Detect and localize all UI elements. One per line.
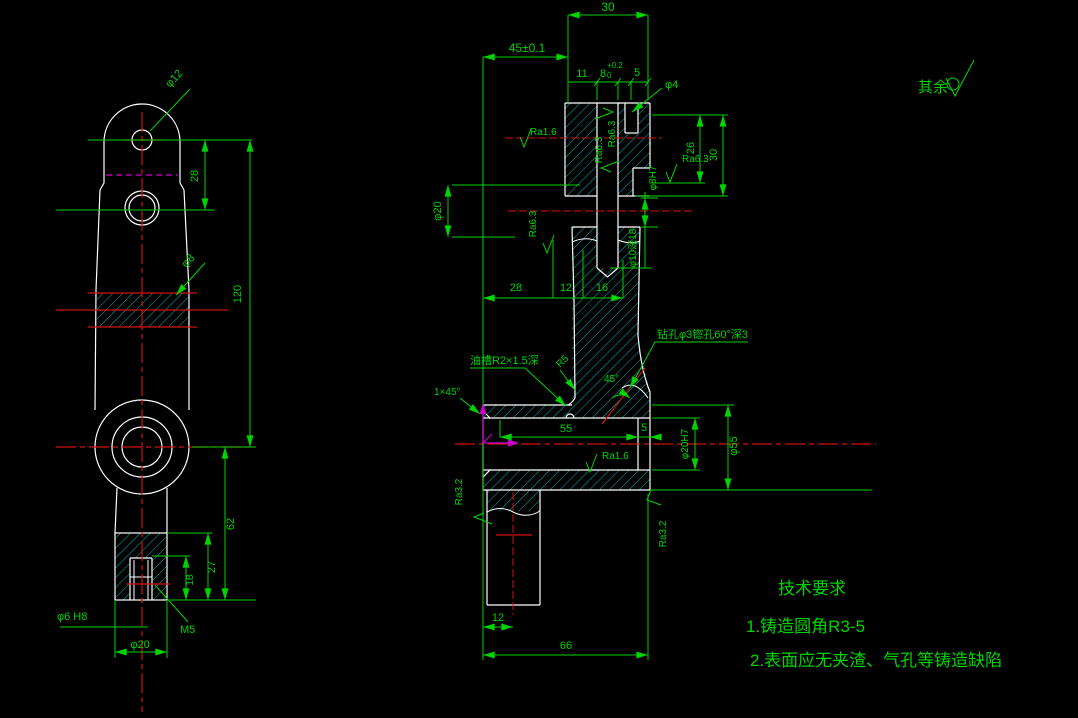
dim-26: 26 xyxy=(685,142,697,154)
dim-120: 120 xyxy=(232,285,244,303)
dim-27: 27 xyxy=(206,561,218,573)
ra63-b-label: Ra6.3 xyxy=(607,120,618,147)
dim-d55: φ55 xyxy=(728,436,740,455)
right-outline xyxy=(482,102,651,606)
fillet-r5-label: R5 xyxy=(554,353,571,370)
roughness-icon xyxy=(594,107,615,120)
dim-5b: 5 xyxy=(641,422,647,434)
dim-8-tol-lower: 0 xyxy=(607,71,612,80)
tech-req-2: 2.表面应无夹渣、气孔等铸造缺陷 xyxy=(750,651,1002,670)
hole-d4-label: φ4 xyxy=(665,79,678,91)
dim-5-top: 5 xyxy=(634,67,640,79)
fit-label: φ6 H8 xyxy=(57,611,87,623)
technical-requirements: 技术要求 1.铸造圆角R3-5 2.表面应无夹渣、气孔等铸造缺陷 xyxy=(746,579,1002,670)
angle-45-label: 45° xyxy=(604,374,619,385)
leader-hole-top: φ12 xyxy=(163,68,185,90)
right-view-section: 30 45±0.1 11 8 +0.2 0 5 φ4 Ra1.6 Ra6.3 R… xyxy=(432,0,876,660)
ra16-top-label: Ra1.6 xyxy=(530,127,557,138)
others-label: 其余 xyxy=(918,78,948,96)
roughness-icon xyxy=(646,489,662,506)
tech-title: 技术要求 xyxy=(778,579,846,598)
ra16-bore-label: Ra1.6 xyxy=(602,451,629,462)
tech-req-1: 1.铸造圆角R3-5 xyxy=(746,617,865,636)
dim-12b: 12 xyxy=(560,282,572,294)
dim-16: 16 xyxy=(596,282,608,294)
left-block-hatch-r xyxy=(152,558,167,600)
thread-label: M5 xyxy=(180,624,195,636)
dim-18: 18 xyxy=(185,574,196,586)
oil-groove-note: 油槽R2×1.5深 xyxy=(470,353,539,367)
ra32-left-label: Ra3.2 xyxy=(454,478,465,505)
ucs-icon xyxy=(479,403,519,447)
dim-30-top: 30 xyxy=(601,0,615,14)
dim-55: 55 xyxy=(560,423,572,435)
dim-45: 45±0.1 xyxy=(509,41,546,55)
ra63-right-label: Ra6.3 xyxy=(682,154,709,165)
left-view-lever: 28 120 62 27 18 φ12 φ8 M5 φ6 H8 φ20 xyxy=(56,68,256,712)
dim-8h7: φ8H7 xyxy=(648,165,659,190)
left-block-hatch-l xyxy=(115,558,130,600)
roughness-icon xyxy=(585,453,598,474)
ra32-right-label: Ra3.2 xyxy=(658,520,669,547)
right-hatches xyxy=(483,103,650,511)
dim-28b: 28 xyxy=(510,282,522,294)
dim-30-right: 30 xyxy=(708,149,720,161)
dim-62: 62 xyxy=(225,518,237,530)
dim-d20h7: φ20H7 xyxy=(680,428,691,459)
dim-8-tol-upper: +0.2 xyxy=(607,61,623,70)
leader-section-dia: φ8 xyxy=(179,252,197,270)
roughness-icon xyxy=(542,234,555,255)
roughness-any-circle xyxy=(946,77,960,91)
dim-depth: φ10深18 xyxy=(627,228,639,267)
slot-void xyxy=(597,103,618,268)
general-roughness-note: 其余 xyxy=(918,59,975,98)
dim-66: 66 xyxy=(560,640,572,652)
roughness-icon xyxy=(665,163,678,184)
hole4-void xyxy=(625,103,638,133)
dim-11: 11 xyxy=(576,68,587,80)
right-dimensions: 30 45±0.1 11 8 +0.2 0 5 φ4 Ra1.6 Ra6.3 R… xyxy=(432,0,872,660)
drill-note: 钻孔φ3锪孔60°深3 xyxy=(657,327,748,341)
dim-d20: φ20 xyxy=(130,639,149,651)
roughness-icon xyxy=(472,512,493,525)
roughness-icon xyxy=(599,160,620,173)
chamfer-label: 1×45° xyxy=(434,387,461,398)
ra63-mid-label: Ra6.3 xyxy=(528,210,539,237)
ra63-a-label: Ra6.3 xyxy=(594,136,605,163)
left-block-hatch-top xyxy=(115,533,167,558)
dim-12c: 12 xyxy=(492,612,504,624)
dim-d20-left: φ20 xyxy=(432,201,444,220)
dim-8: 8 xyxy=(600,68,606,80)
roughness-icon xyxy=(519,128,532,149)
roughness-symbols xyxy=(472,107,678,525)
roughness-any-icon xyxy=(945,59,975,98)
dim-28: 28 xyxy=(189,170,201,182)
